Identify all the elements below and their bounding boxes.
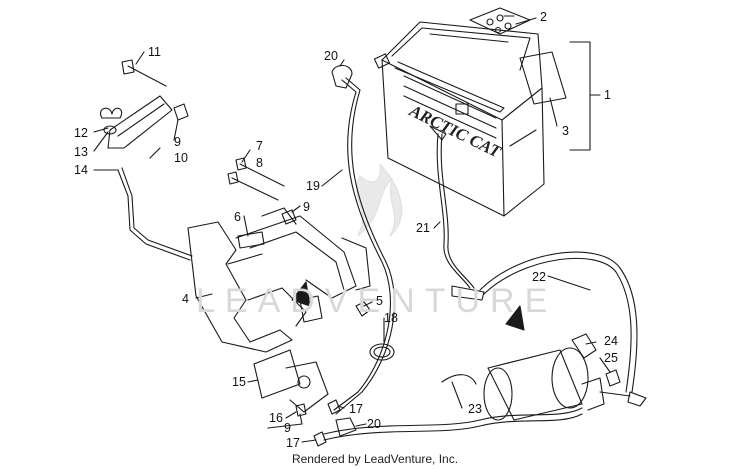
callout-12: 12 — [74, 126, 88, 140]
leader-line — [599, 357, 611, 373]
bracket-bolt-11-part[interactable] — [121, 59, 167, 87]
starter-solenoid-part[interactable] — [253, 349, 329, 413]
ground-strap-part[interactable] — [117, 169, 191, 261]
callout-25: 25 — [604, 351, 618, 365]
callout-6: 6 — [234, 210, 241, 224]
battery-pad-part[interactable] — [519, 51, 567, 105]
watermark-flame-logo — [355, 163, 403, 237]
leader-line — [267, 423, 303, 429]
starter-motor-part[interactable] — [483, 347, 647, 421]
leader-line — [93, 131, 109, 152]
leader-line — [547, 275, 591, 291]
callout-9-bracket: 9 — [303, 200, 310, 214]
callout-3: 3 — [562, 124, 569, 138]
leader-line — [285, 411, 297, 419]
bracket-bolt-6-part[interactable] — [237, 231, 265, 249]
leader-line — [363, 301, 373, 307]
callout-7: 7 — [256, 139, 263, 153]
starter-nut-part[interactable] — [605, 369, 621, 387]
callout-21: 21 — [416, 221, 430, 235]
watermark-text: LEADVENTURE — [196, 282, 557, 320]
callout-20-lower: 20 — [367, 417, 381, 431]
leader-line — [451, 381, 463, 409]
callout-19: 19 — [306, 179, 320, 193]
bracket-nut-5-part[interactable] — [355, 301, 371, 317]
terminal-boot-part[interactable] — [331, 64, 353, 89]
leader-line — [433, 221, 441, 229]
callout-16: 16 — [269, 411, 283, 425]
solenoid-bolt-part[interactable] — [295, 403, 307, 425]
callout-14: 14 — [74, 163, 88, 177]
battery-hardware-kit-part[interactable] — [469, 7, 531, 35]
leader-line — [241, 149, 251, 163]
direction-arrow — [291, 281, 311, 307]
leader-line — [585, 341, 597, 345]
ground-cable-part[interactable] — [436, 133, 471, 289]
callout-1: 1 — [604, 88, 611, 102]
bracket-bolt-part[interactable] — [227, 171, 279, 201]
leader-line — [549, 97, 558, 127]
callout-group-bracket — [569, 41, 601, 151]
bracket-nut-part[interactable] — [281, 209, 297, 225]
leader-line — [355, 423, 367, 427]
leader-line — [291, 205, 301, 213]
battery-part[interactable] — [373, 21, 545, 217]
solenoid-cable-part[interactable] — [323, 407, 583, 435]
solenoid-nut-part[interactable] — [327, 399, 341, 415]
leader-line — [515, 17, 537, 25]
callout-5: 5 — [376, 294, 383, 308]
leader-line — [301, 439, 317, 443]
leader-line — [173, 119, 179, 141]
footer-credit: Rendered by LeadVenture, Inc. — [291, 452, 459, 466]
washer-part[interactable] — [103, 125, 117, 135]
callout-2: 2 — [540, 10, 547, 24]
leader-line — [135, 51, 145, 65]
leader-line — [321, 169, 343, 187]
leader-line — [337, 405, 345, 409]
callout-9-plate: 9 — [174, 135, 181, 149]
callout-23: 23 — [468, 402, 482, 416]
leader-line — [243, 215, 249, 237]
callout-9-solenoid: 9 — [284, 421, 291, 435]
callout-11: 11 — [148, 45, 161, 59]
callout-20-upper: 20 — [324, 49, 338, 63]
callout-10: 10 — [174, 151, 188, 165]
leader-line — [247, 379, 259, 383]
nut-9-part[interactable] — [173, 103, 189, 121]
direction-arrow — [505, 305, 525, 331]
leader-line — [93, 127, 109, 133]
bracket-bolt-part[interactable] — [235, 157, 285, 187]
callout-13: 13 — [74, 145, 88, 159]
callout-17-lower: 17 — [286, 436, 300, 450]
leader-line — [339, 59, 345, 67]
callout-15: 15 — [232, 375, 246, 389]
solenoid-nut-lower-part[interactable] — [313, 431, 327, 447]
wing-nut-part[interactable] — [100, 107, 123, 119]
battery-mounting-bracket-part[interactable] — [187, 207, 371, 353]
callout-4: 4 — [182, 292, 189, 306]
starter-cable-part[interactable] — [479, 251, 638, 393]
leader-line — [149, 147, 161, 159]
callout-18: 18 — [384, 311, 398, 325]
callout-22: 22 — [532, 270, 546, 284]
callout-24: 24 — [604, 334, 618, 348]
starter-boot-part[interactable] — [571, 333, 597, 359]
callout-8: 8 — [256, 156, 263, 170]
callout-17-upper: 17 — [349, 402, 363, 416]
cable-clip-part[interactable] — [369, 343, 395, 361]
ground-strap-bracket-part[interactable] — [107, 95, 173, 149]
solenoid-boot-part[interactable] — [335, 417, 357, 437]
leader-line — [195, 293, 213, 299]
